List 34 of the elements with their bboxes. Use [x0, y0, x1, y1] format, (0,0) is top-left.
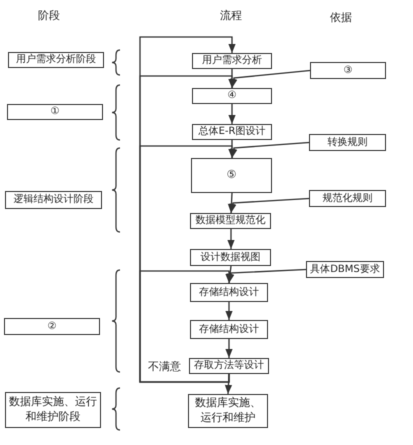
- process-box: 设计数据视图: [190, 249, 271, 266]
- arrow: [228, 104, 236, 124]
- arrow: [227, 229, 235, 249]
- basis-box: ③: [310, 62, 386, 79]
- process-box: 存储结构设计: [190, 283, 268, 302]
- arrow: [228, 192, 236, 214]
- process-box: 数据模型规范化: [190, 213, 271, 229]
- process-box: ⑤: [191, 158, 272, 193]
- basis-box: 转换规则: [309, 134, 386, 151]
- process-box: 数据库实施、运行和维护: [188, 394, 268, 428]
- arrow: [229, 198, 310, 214]
- process-box: 存储结构设计: [190, 320, 268, 339]
- process-box: 存取方法等设计: [189, 358, 269, 374]
- stage-box: 逻辑结构设计阶段: [5, 191, 102, 209]
- stage-box: 数据库实施、运行和维护阶段: [5, 392, 101, 428]
- column-heading: 流程: [220, 8, 242, 23]
- loop-label: 不满意: [146, 359, 183, 374]
- arrow: [225, 339, 233, 358]
- process-box: 总体E-R图设计: [192, 124, 272, 140]
- arrow: [227, 268, 306, 284]
- process-box: ④: [192, 88, 272, 104]
- arrow: [225, 302, 233, 320]
- arrow: [230, 142, 310, 158]
- arrow: [230, 70, 310, 88]
- basis-box: 具体DBMS要求: [306, 261, 384, 278]
- stage-box: 用户需求分析阶段: [8, 52, 104, 68]
- stage-box: ①: [7, 104, 103, 120]
- arrow: [224, 374, 232, 394]
- stage-box: ②: [4, 318, 100, 335]
- column-heading: 阶段: [38, 8, 60, 23]
- process-box: 用户需求分析: [192, 53, 272, 69]
- arrow: [139, 270, 233, 383]
- basis-box: 规范化规则: [309, 190, 386, 207]
- column-heading: 依据: [330, 10, 352, 25]
